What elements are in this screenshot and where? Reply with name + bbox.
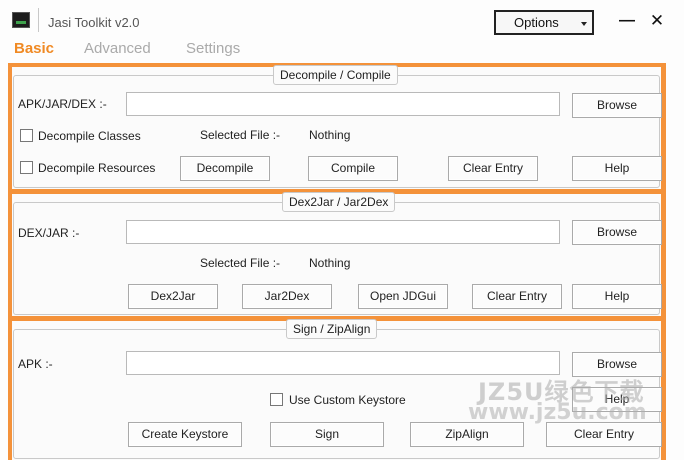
dex2jar-button[interactable]: Dex2Jar [128,284,218,309]
decompile-classes-label: Decompile Classes [38,129,141,143]
help-button[interactable]: Help [572,156,662,181]
tab-settings[interactable]: Settings [186,40,241,57]
browse-button[interactable]: Browse [572,352,662,377]
app-logo-icon [12,12,30,28]
dex-jar-label: DEX/JAR :- [18,226,80,240]
group-legend: Dex2Jar / Jar2Dex [282,192,396,212]
clear-entry-button[interactable]: Clear Entry [448,156,538,181]
decompile-resources-checkbox[interactable] [20,161,33,174]
selected-file-label: Selected File :- [200,256,281,270]
apk-jar-dex-label: APK/JAR/DEX :- [18,97,107,111]
tab-advanced[interactable]: Advanced [84,40,151,57]
options-label: Options [514,15,559,30]
open-jdgui-button[interactable]: Open JDGui [358,284,448,309]
minimize-button[interactable]: — [619,12,635,29]
decompile-button[interactable]: Decompile [180,156,270,181]
group-legend: Sign / ZipAlign [286,319,378,339]
selected-file-value: Nothing [309,256,351,270]
decompile-compile-group: Decompile / Compile APK/JAR/DEX :- Brows… [8,63,666,193]
apk-input[interactable] [126,351,560,375]
clear-entry-button[interactable]: Clear Entry [472,284,562,309]
help-button[interactable]: Help [572,284,662,309]
decompile-classes-checkbox[interactable] [20,129,33,142]
sign-button[interactable]: Sign [270,422,384,447]
jar2dex-button[interactable]: Jar2Dex [242,284,332,309]
clear-entry-button[interactable]: Clear Entry [546,422,662,447]
custom-keystore-label: Use Custom Keystore [289,393,406,407]
apk-label: APK :- [18,357,53,371]
options-dropdown[interactable]: Options [494,10,594,35]
create-keystore-button[interactable]: Create Keystore [128,422,242,447]
selected-file-label: Selected File :- [200,128,281,142]
browse-button[interactable]: Browse [572,220,662,245]
dex2jar-group: Dex2Jar / Jar2Dex DEX/JAR :- Browse Sele… [8,190,666,320]
dex-jar-input[interactable] [126,220,560,244]
zipalign-button[interactable]: ZipAlign [410,422,524,447]
decompile-resources-label: Decompile Resources [38,161,156,175]
title-separator [38,8,39,32]
sign-zipalign-group: Sign / ZipAlign APK :- Browse Use Custom… [8,317,666,460]
close-button[interactable]: ✕ [649,11,665,30]
tab-basic[interactable]: Basic [14,40,55,57]
window-title: Jasi Toolkit v2.0 [48,15,140,30]
group-legend: Decompile / Compile [273,65,398,85]
compile-button[interactable]: Compile [308,156,398,181]
custom-keystore-checkbox[interactable] [270,393,283,406]
apk-jar-dex-input[interactable] [126,92,560,116]
selected-file-value: Nothing [309,128,351,142]
chevron-down-icon [581,22,587,26]
help-button[interactable]: Help [572,387,662,412]
browse-button[interactable]: Browse [572,93,662,118]
